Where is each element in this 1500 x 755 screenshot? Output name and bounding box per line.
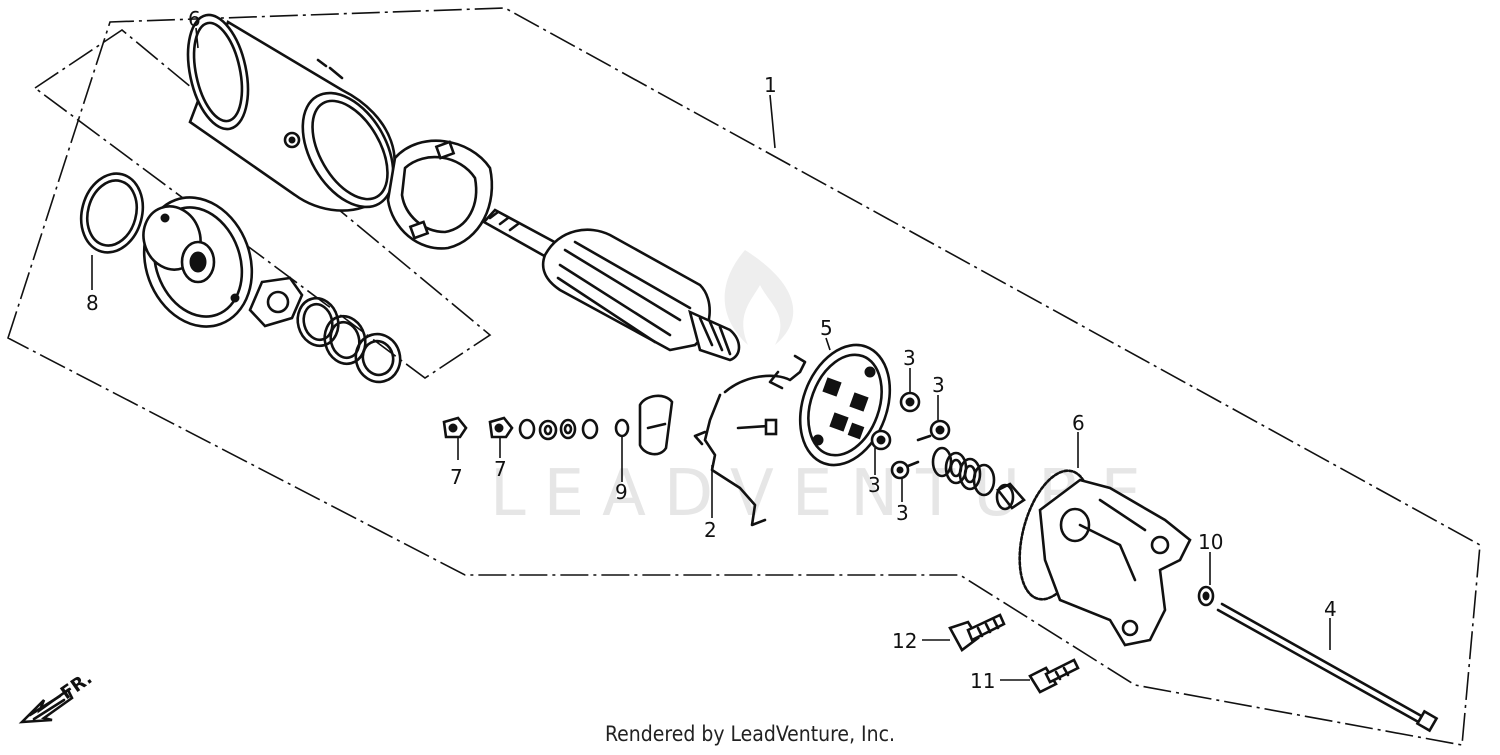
callout-12-bolt: 12: [892, 629, 917, 653]
bolt-12: [948, 613, 1006, 652]
brush-spring-lower: [890, 460, 920, 480]
callout-8-o-ring: 8: [86, 291, 99, 315]
assembly-outline: [7, 7, 1481, 746]
brush-screw: [736, 418, 778, 436]
armature: [481, 208, 741, 362]
watermark-text: LEADVENTURE: [490, 457, 1159, 531]
callout-1-starter-assembly: 1: [764, 73, 777, 97]
washer-9: [614, 418, 630, 438]
o-ring: [79, 172, 145, 254]
front-cover: [142, 196, 254, 328]
brush-spring-mid: [916, 419, 951, 442]
callout-3-spring-c: 3: [868, 473, 881, 497]
brush-holder-plate: [798, 343, 892, 467]
magnet-ring: [386, 139, 494, 250]
o-ring-small: [1197, 585, 1215, 607]
shim-plate: [248, 276, 304, 328]
render-credit: Rendered by LeadVenture, Inc.: [605, 722, 895, 746]
leadventure-watermark: LEADVENTURE: [490, 250, 1159, 531]
brush-spring-upper: [899, 391, 921, 413]
yoke-housing: [186, 13, 396, 212]
callout-7-terminal-b: 7: [494, 457, 507, 481]
callout-2-bracket: 2: [704, 518, 717, 542]
brush-spring-lower-left: [870, 429, 892, 451]
callout-3-spring-d: 3: [896, 501, 909, 525]
yoke-subassembly-outline: [33, 29, 492, 379]
bushing: [995, 482, 1026, 511]
end-washers: [931, 446, 996, 497]
front-direction-arrow: FR.: [18, 668, 96, 724]
callout-7-terminal-a: 7: [450, 465, 463, 489]
callout-9-washer: 9: [615, 480, 628, 504]
carbon-brush: [638, 394, 674, 456]
rear-cover: [1018, 469, 1192, 647]
leader-lines: [91, 27, 1331, 681]
callout-10-o-ring: 10: [1198, 530, 1223, 554]
callout-5-brush-holder: 5: [820, 316, 833, 340]
terminal-washers: [518, 418, 599, 441]
callout-3-spring-b: 3: [932, 373, 945, 397]
bolt-11: [1028, 658, 1080, 694]
callout-6-rear-cover: 6: [1072, 411, 1085, 435]
callout-11-bolt: 11: [970, 669, 995, 693]
thrust-washers: [296, 296, 402, 384]
through-bolt: [1216, 602, 1439, 733]
callout-4-through-bolt: 4: [1324, 597, 1337, 621]
callout-labels: 6 1 8 5 3 3 3 3 6 7 7 9 2 10 4 12 11: [86, 7, 1337, 693]
terminal-insulator-left: [442, 416, 468, 439]
callout-3-spring-a: 3: [903, 346, 916, 370]
terminal-insulator-right: [488, 416, 514, 439]
callout-6-yoke: 6: [188, 7, 201, 31]
